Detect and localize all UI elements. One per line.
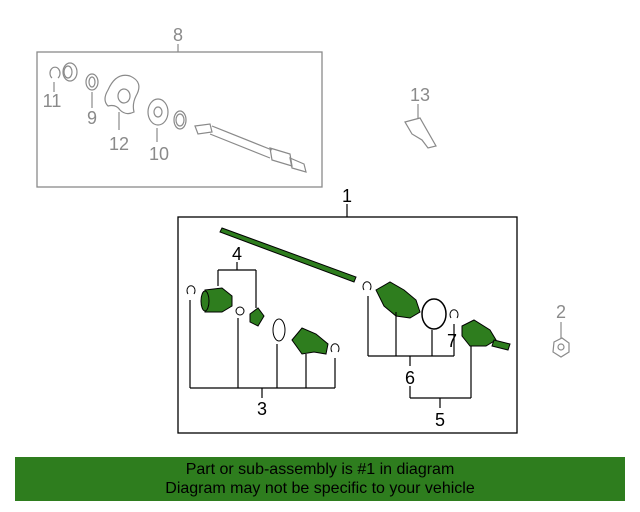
callout-3: 3	[257, 399, 267, 419]
banner-line-1: Part or sub-assembly is #1 in diagram	[185, 461, 455, 478]
callout-7: 7	[447, 331, 457, 351]
banner-line-2: Diagram may not be specific to your vehi…	[165, 480, 475, 497]
callout-5: 5	[435, 410, 445, 430]
callout-2: 2	[556, 302, 566, 322]
callout-4: 4	[232, 244, 242, 264]
callout-10: 10	[149, 144, 169, 164]
axle-nut-2	[552, 322, 570, 358]
callout-9: 9	[87, 108, 97, 128]
callout-11: 11	[43, 91, 62, 111]
parts-diagram: 8 11 9 12 10 13 2 1	[36, 25, 570, 434]
axle-assembly-parts	[186, 227, 511, 355]
callout-1: 1	[342, 186, 352, 206]
callout-6: 6	[405, 368, 415, 388]
leader-lines	[189, 262, 472, 408]
callout-12: 12	[109, 134, 129, 154]
callout-8: 8	[173, 25, 183, 45]
axle-assembly-frame	[177, 216, 518, 434]
bracket-13	[404, 104, 437, 149]
intermediate-shaft-group	[36, 44, 323, 188]
callout-13: 13	[410, 85, 430, 105]
info-banner: Part or sub-assembly is #1 in diagram Di…	[15, 457, 625, 501]
